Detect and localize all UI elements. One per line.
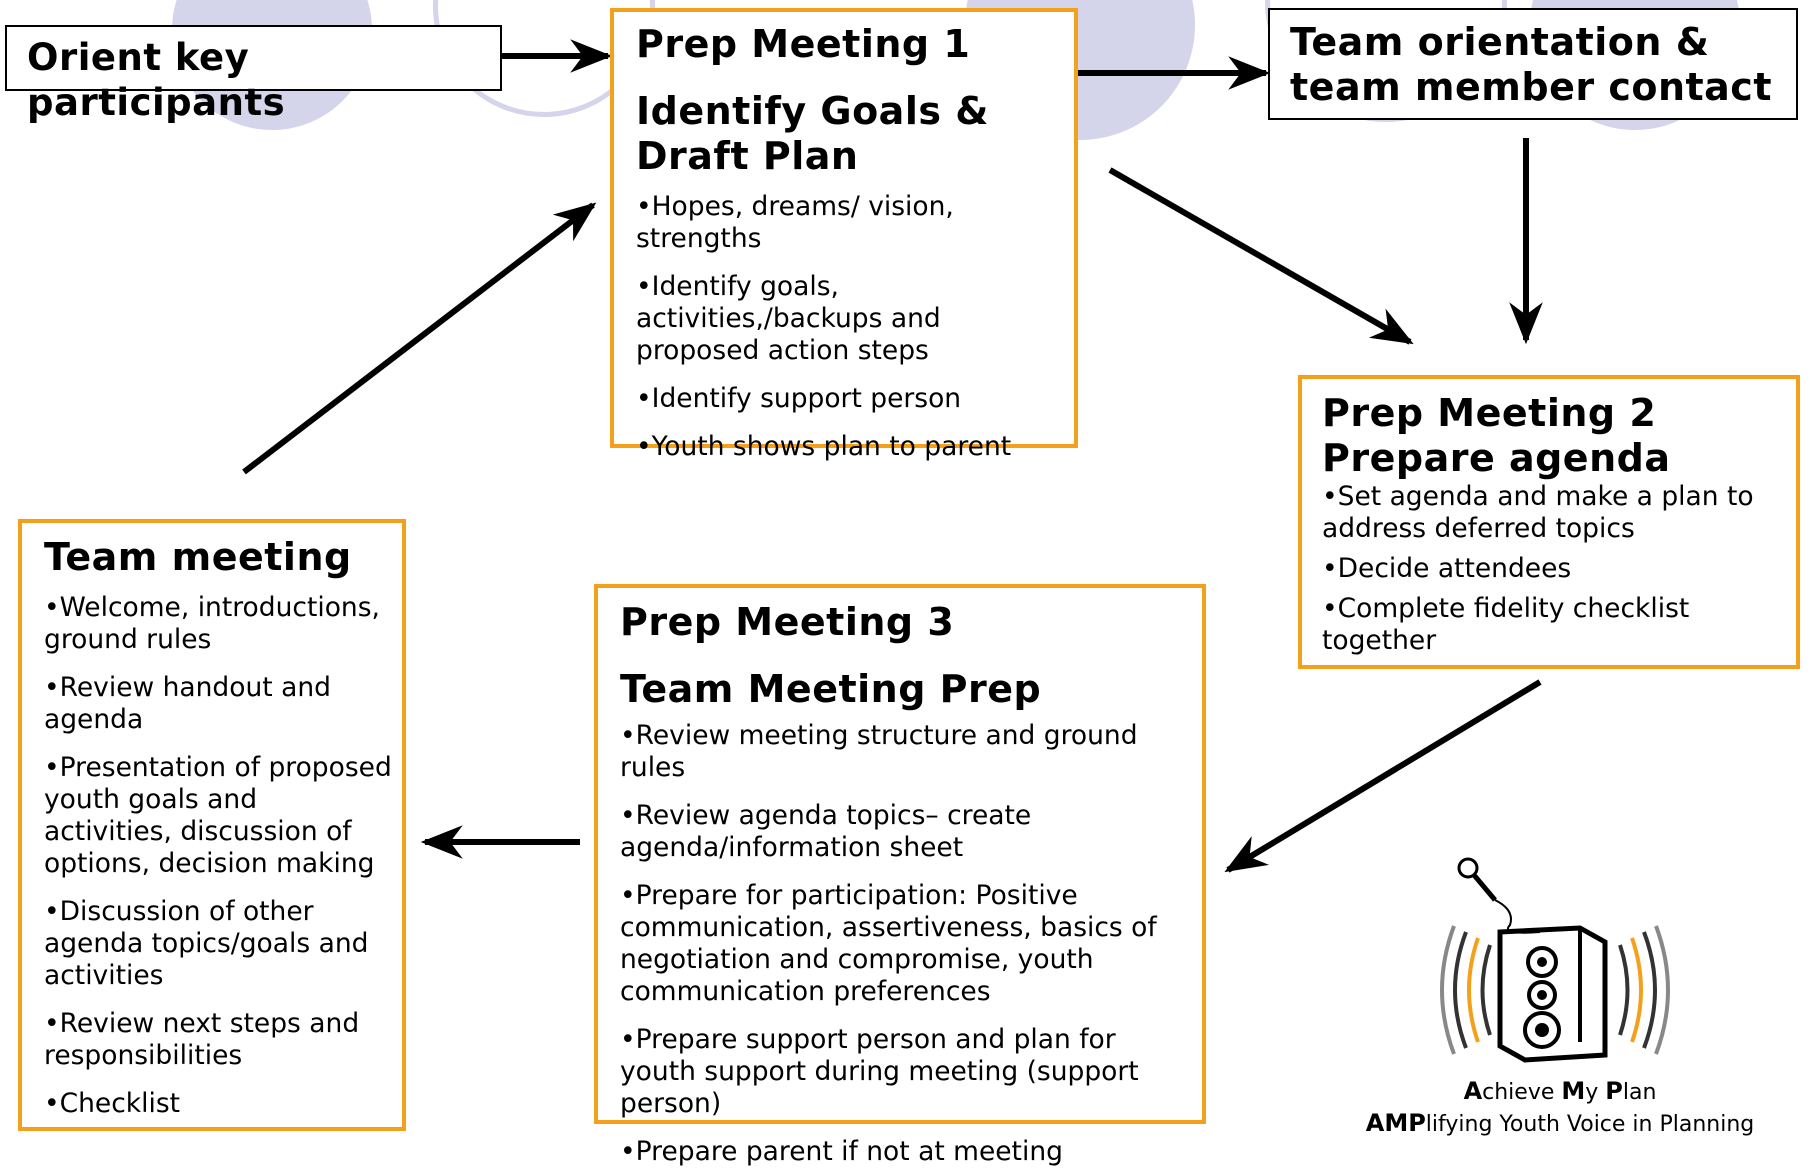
list-item: •Prepare for participation: Positive com… — [620, 880, 1157, 1007]
list-item: •Review agenda topics– create agenda/inf… — [620, 800, 1032, 863]
prep-meeting-2-box: Prep Meeting 2 Prepare agenda •Set agend… — [1298, 375, 1800, 669]
logo-line-1: Achieve My Plan — [1463, 1077, 1657, 1105]
arrow-prep2-to-prep3 — [1224, 679, 1542, 873]
list-item: •Set agenda and make a plan to address d… — [1322, 481, 1754, 544]
list-item: •Review next steps and responsibilities — [44, 1008, 360, 1071]
prep-meeting-2-subtitle: Prepare agenda — [1322, 436, 1671, 480]
prep-meeting-3-box: Prep Meeting 3 Team Meeting Prep •Review… — [594, 584, 1206, 1167]
team-orientation-title: Team orientation & team member contact — [1290, 20, 1772, 109]
flow-arrows — [242, 39, 1543, 873]
orient-participants-title: Orient key participants — [27, 36, 286, 124]
prep-meeting-3-subtitle: Team Meeting Prep — [620, 667, 1042, 711]
list-item: •Prepare parent if not at meeting — [620, 1136, 1063, 1167]
logo-tagline: Achieve My Plan AMPlifying Youth Voice i… — [1340, 1076, 1780, 1140]
list-item: •Prepare support person and plan for you… — [620, 1024, 1139, 1119]
list-item: •Checklist — [44, 1088, 181, 1119]
list-item: •Review meeting structure and ground rul… — [620, 720, 1138, 783]
logo-line-2: AMPlifying Youth Voice in Planning — [1365, 1109, 1755, 1137]
list-item: •Youth shows plan to parent — [636, 431, 1012, 462]
prep-meeting-1-title: Prep Meeting 1 — [636, 22, 971, 66]
list-item: •Identify support person — [636, 383, 962, 414]
list-item: •Hopes, dreams/ vision, strengths — [636, 191, 954, 254]
team-orientation-box: Team orientation & team member contact — [1268, 8, 1798, 120]
list-item: •Welcome, introductions, ground rules — [44, 592, 380, 655]
list-item: •Decide attendees — [1322, 553, 1572, 584]
list-item: •Discussion of other agenda topics/goals… — [44, 896, 369, 991]
list-item: •Identify goals, activities,/backups and… — [636, 271, 941, 366]
list-item: •Review handout and agenda — [44, 672, 331, 735]
arrow-team-to-prep1 — [242, 202, 597, 475]
list-item: •Presentation of proposed youth goals an… — [44, 752, 392, 879]
team-meeting-box: Team meeting •Welcome, introductions, gr… — [18, 519, 406, 1131]
orient-participants-box: Orient key participants — [5, 25, 502, 124]
prep-meeting-1-subtitle: Identify Goals & Draft Plan — [636, 89, 989, 178]
prep-meeting-2-title: Prep Meeting 2 — [1322, 391, 1657, 435]
list-item: •Complete fidelity checklist together — [1322, 593, 1690, 656]
prep-meeting-1-box: Prep Meeting 1 Identify Goals & Draft Pl… — [610, 8, 1078, 462]
speaker-microphone-logo-icon — [1440, 857, 1670, 1063]
arrow-prep1-to-prep2 — [1108, 167, 1414, 345]
prep-meeting-3-title: Prep Meeting 3 — [620, 600, 955, 644]
team-meeting-title: Team meeting — [44, 535, 352, 579]
